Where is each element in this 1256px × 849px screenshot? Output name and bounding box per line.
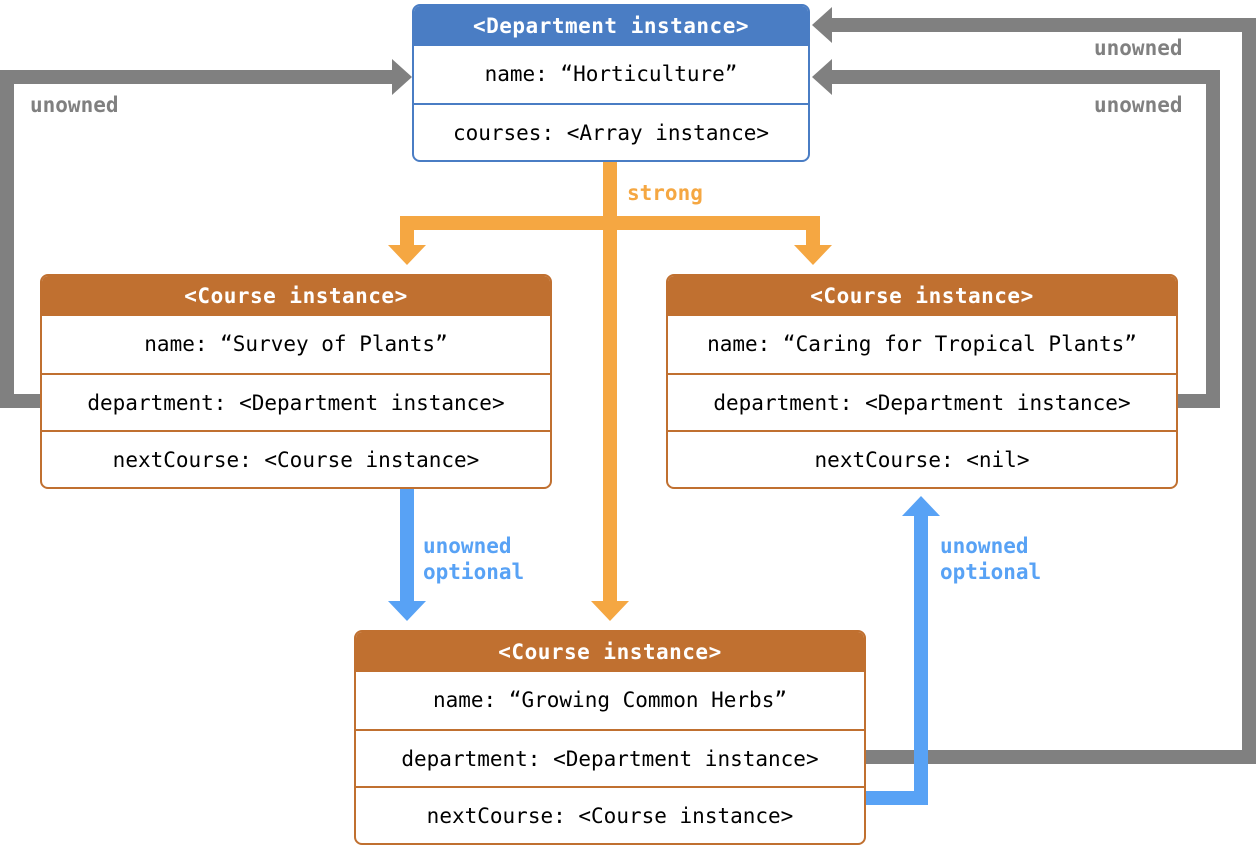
course-name-field: name: “Growing Common Herbs” xyxy=(432,688,787,712)
unowned-arrow-left xyxy=(0,59,412,408)
course-name-field: name: “Caring for Tropical Plants” xyxy=(707,332,1137,356)
strong-label: strong xyxy=(627,181,703,205)
course-department-field: department: <Department instance> xyxy=(668,373,1176,430)
course-title: <Course instance> xyxy=(42,276,550,316)
unowned-optional-label-left-line1: unowned xyxy=(423,534,512,558)
unowned-arrow-right-outer xyxy=(812,7,1256,764)
course-next-course-field: nextCourse: <Course instance> xyxy=(356,786,864,843)
strong-arrows xyxy=(388,161,832,621)
unowned-optional-arrow-left xyxy=(388,489,426,621)
course-title: <Course instance> xyxy=(356,632,864,672)
course-instance-box-tropical: <Course instance> name: “Caring for Trop… xyxy=(666,274,1178,489)
department-title: <Department instance> xyxy=(414,6,808,46)
unowned-arrow-right-inner xyxy=(812,59,1220,408)
unowned-label-right-inner: unowned xyxy=(1094,93,1183,117)
department-instance-box: <Department instance> name: “Horticultur… xyxy=(412,4,810,162)
unowned-optional-label-right-line1: unowned xyxy=(940,534,1029,558)
unowned-optional-label-right-line2: optional xyxy=(940,560,1042,584)
unowned-optional-arrow-right xyxy=(865,496,940,805)
course-instance-box-survey: <Course instance> name: “Survey of Plant… xyxy=(40,274,552,489)
course-instance-box-herbs: <Course instance> name: “Growing Common … xyxy=(354,630,866,845)
course-title: <Course instance> xyxy=(668,276,1176,316)
course-department-field: department: <Department instance> xyxy=(356,729,864,786)
unowned-label-left: unowned xyxy=(30,93,119,117)
course-next-course-field: nextCourse: <Course instance> xyxy=(42,430,550,487)
unowned-label-right-outer: unowned xyxy=(1094,36,1183,60)
unowned-optional-label-left-line2: optional xyxy=(423,560,525,584)
department-name-field: name: “Horticulture” xyxy=(484,62,738,86)
course-department-field: department: <Department instance> xyxy=(42,373,550,430)
course-name-field: name: “Survey of Plants” xyxy=(144,332,448,356)
course-next-course-field: nextCourse: <nil> xyxy=(668,430,1176,487)
department-courses-field: courses: <Array instance> xyxy=(414,103,808,160)
